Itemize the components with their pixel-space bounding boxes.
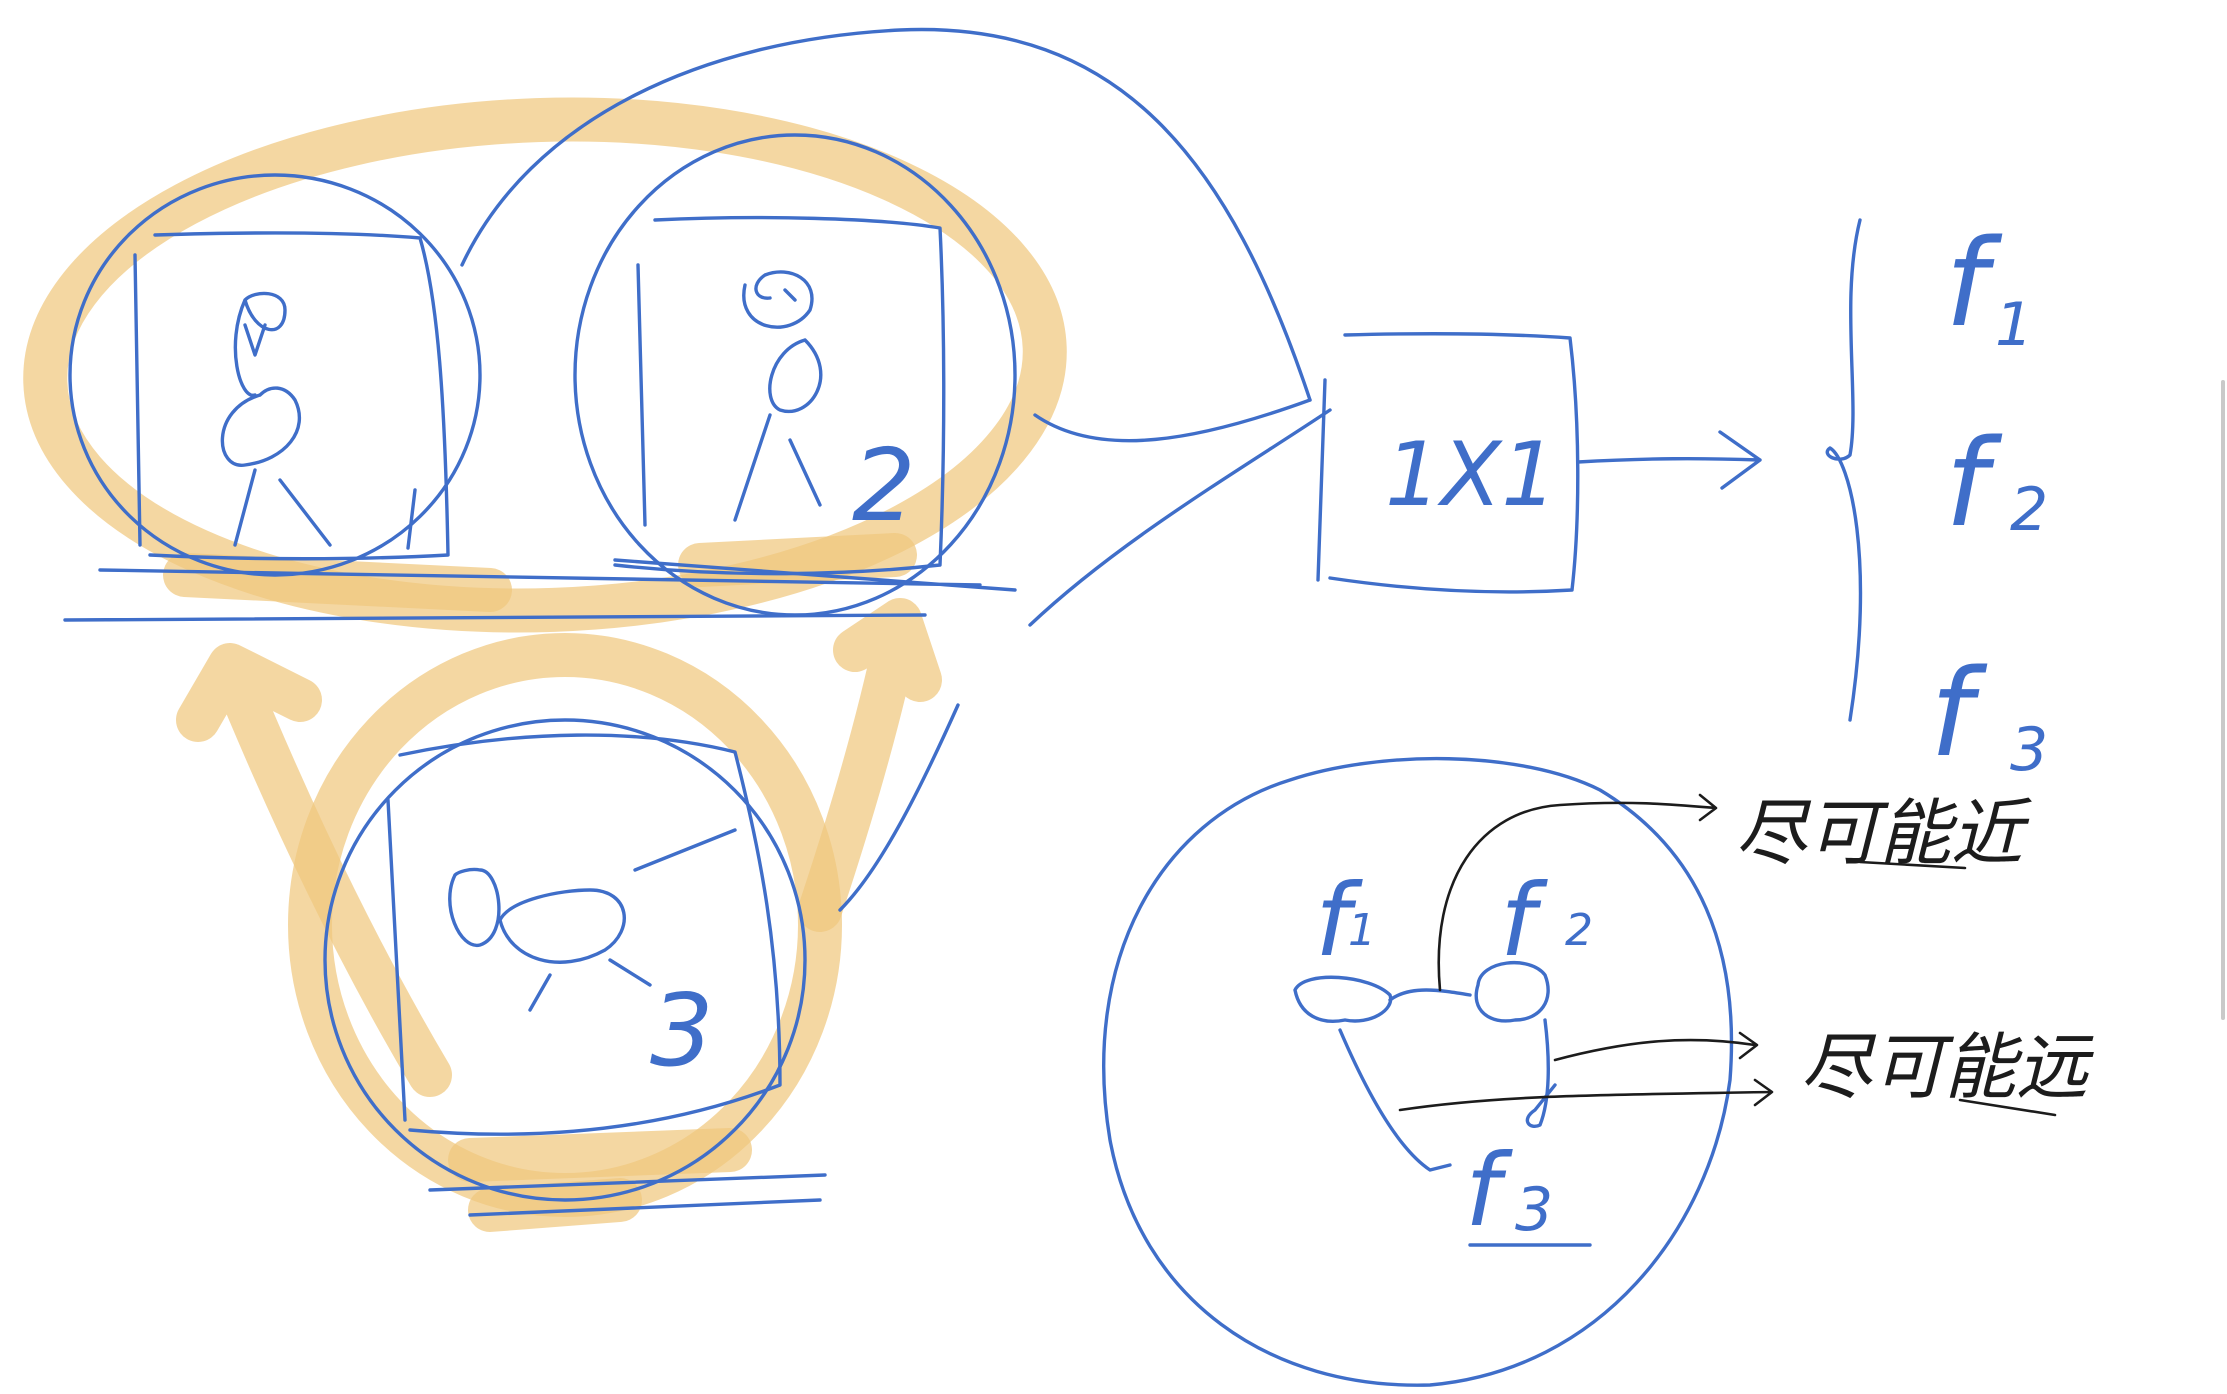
- feature-list-brace: [1825, 218, 1863, 722]
- feature-space-circle: [1102, 756, 1734, 1387]
- sketch-image-1: [68, 173, 482, 577]
- highlight-underline-top: [163, 533, 917, 612]
- feature-space-links: [1293, 961, 1592, 1247]
- model-box-label: 1X1: [1385, 423, 1557, 526]
- sketch-image-3: 3: [323, 718, 807, 1202]
- model-box: 1X1: [1316, 332, 1580, 594]
- circle-image-3: [323, 718, 807, 1202]
- arrow-model-to-features: [1576, 430, 1762, 490]
- highlight-underline-bottom: [448, 1128, 752, 1232]
- curve-image2-to-model: [1033, 398, 1312, 443]
- model-box-frame: [1316, 332, 1580, 594]
- feature-list: f 1 f 2 f 3: [1825, 215, 2048, 785]
- feature-space: f 1 f 2 f 3: [1102, 756, 1734, 1387]
- feature-space-node-2-sub: 2: [1565, 905, 1593, 956]
- feature-list-item-2: f: [1945, 415, 2003, 554]
- curve-image3-to-model: [838, 408, 1332, 912]
- feature-list-item-3: f: [1930, 645, 1988, 784]
- circle-image-1: [68, 173, 482, 577]
- annotation-far-underline: [1958, 1098, 2057, 1117]
- sketch-number-image-3: 3: [650, 972, 714, 1089]
- underlines-bottom: [428, 1173, 827, 1217]
- feature-list-item-3-sub: 3: [2010, 715, 2048, 785]
- sketch-number-image-2: 2: [852, 427, 916, 544]
- underlines-top: [63, 558, 1017, 622]
- annotation-near-text: 尽可能近: [1735, 791, 2032, 875]
- annotation-far: 尽可能远: [1398, 1025, 2094, 1117]
- annotation-near-arrow: [1437, 793, 1718, 992]
- annotation-near-underline: [1858, 860, 1967, 870]
- highlight-strokes: [23, 97, 1067, 1232]
- feature-space-node-1-sub: 1: [1348, 905, 1376, 956]
- annotation-near: 尽可能近: [1437, 791, 2032, 992]
- scrollbar-thumb[interactable]: [2221, 380, 2225, 1020]
- person-image-1: [220, 291, 417, 550]
- annotation-far-arrow: [1398, 1031, 1774, 1112]
- feature-list-item-2-sub: 2: [2010, 475, 2048, 545]
- person-image-2: [733, 270, 823, 522]
- highlight-arrow-right: [798, 598, 942, 932]
- feature-space-node-3-sub: 3: [1515, 1175, 1553, 1245]
- feature-list-item-1-sub: 1: [1995, 290, 2033, 360]
- feature-space-node-3: f: [1465, 1132, 1513, 1249]
- annotation-far-text: 尽可能远: [1800, 1025, 2094, 1109]
- person-image-3: [448, 828, 737, 1012]
- frame-image-1: [133, 231, 450, 561]
- highlight-loop-top-pair: [23, 97, 1067, 633]
- frame-image-3: [386, 733, 782, 1136]
- curve-image1-to-model: [460, 27, 1312, 402]
